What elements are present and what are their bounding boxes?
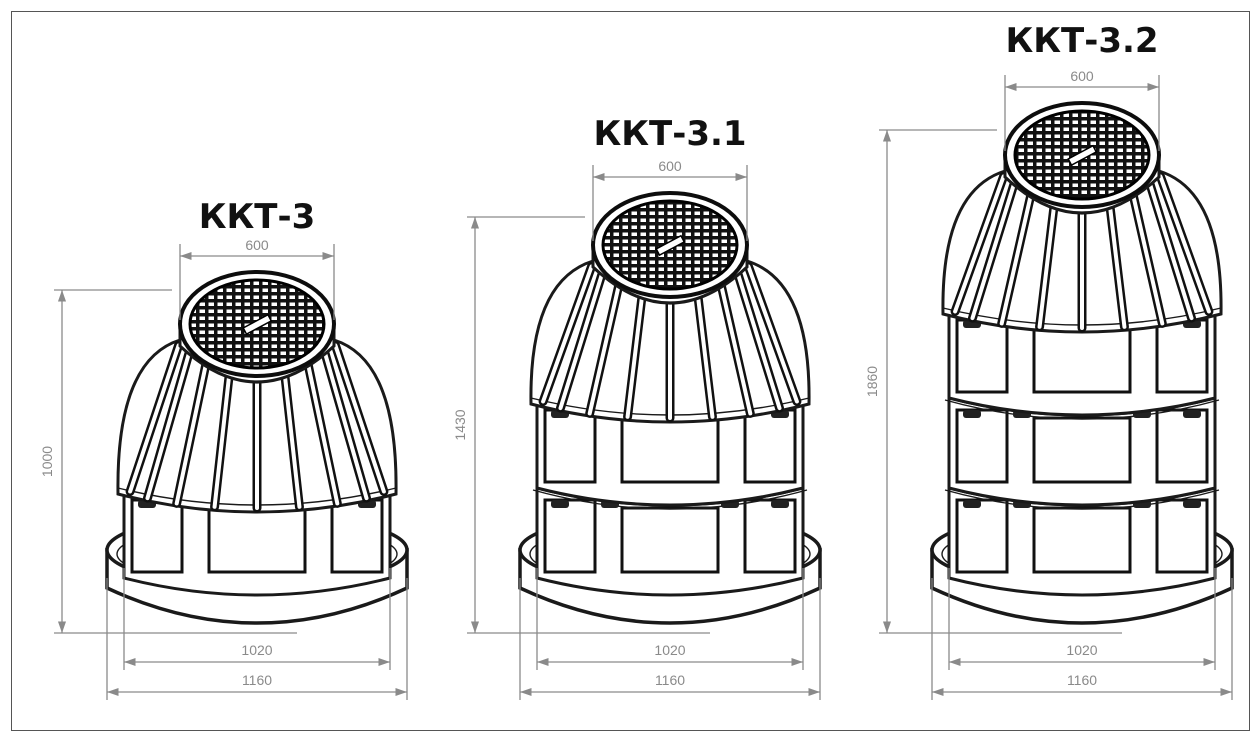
cone-rib-inner <box>304 355 340 506</box>
dim-label-hatch: 600 <box>658 158 682 174</box>
dimensions: 600 1000 1020 1160 <box>39 237 408 700</box>
cone-rib-inner <box>1037 189 1058 329</box>
model-title: ККТ-3.1 <box>593 114 746 154</box>
section-panel <box>955 498 1009 574</box>
cone-neck <box>941 169 1223 334</box>
model-title: ККТ-3.2 <box>1005 21 1158 61</box>
shaft-section <box>119 486 395 597</box>
cone-rib-inner <box>145 350 192 501</box>
dim-label-base: 1160 <box>655 672 685 688</box>
cone-neck <box>529 259 811 424</box>
clip-lug <box>771 500 789 508</box>
manhole-cover <box>178 270 336 384</box>
cone-rib-inner <box>281 358 302 509</box>
cone-rib-inner <box>322 350 369 501</box>
section-ring <box>944 399 1220 420</box>
clip-lug <box>963 500 981 508</box>
clip-lug <box>551 500 569 508</box>
dim-label-body: 1020 <box>241 642 272 658</box>
section-panel <box>1032 416 1132 484</box>
dim-label-body: 1020 <box>1066 642 1097 658</box>
cone-rib-inner <box>970 181 1017 321</box>
cone-rib-inner <box>1158 174 1211 314</box>
section-ring <box>944 489 1220 510</box>
dimensions: 600 1860 1020 1160 <box>864 68 1233 700</box>
dim-label-hatch: 600 <box>1070 68 1094 84</box>
section-panel <box>1032 326 1132 394</box>
cone-rib-inner <box>1147 181 1194 321</box>
dim-label-body: 1020 <box>654 642 685 658</box>
section-panel <box>1155 498 1209 574</box>
well-kkt32: ККТ-3.2 600 1860 1020 1160 <box>864 21 1234 700</box>
cone-rib-inner <box>174 355 210 506</box>
section-panel <box>620 506 720 574</box>
clip-lug <box>963 410 981 418</box>
cone-rib-inner <box>587 276 623 416</box>
cone-rib-inner <box>1129 186 1165 326</box>
dim-label-base: 1160 <box>242 672 272 688</box>
cone-rib-inner <box>558 271 605 411</box>
section-panel <box>1155 408 1209 484</box>
cone-rib-inner <box>999 186 1035 326</box>
section-panel <box>743 408 797 484</box>
section-panel <box>743 498 797 574</box>
shaft-section <box>532 486 808 597</box>
shaft-section <box>944 396 1220 507</box>
section-panel <box>543 408 597 484</box>
model-title: ККТ-3 <box>199 197 316 237</box>
dim-label-height: 1430 <box>452 409 468 440</box>
clip-lug <box>1183 500 1201 508</box>
section-panel <box>543 498 597 574</box>
cone-neck <box>116 338 398 514</box>
cone-rib-inner <box>953 174 1006 314</box>
section-panel <box>330 498 384 574</box>
section-panel <box>1032 506 1132 574</box>
cone-rib-inner <box>333 343 386 494</box>
manhole-cover <box>1003 101 1161 215</box>
cone-rib-inner <box>694 279 715 419</box>
section-panel <box>130 498 184 574</box>
manhole-cover <box>591 191 749 305</box>
cone-rib-inner <box>717 276 753 416</box>
cone-rib-inner <box>1106 189 1127 329</box>
cover-key-slot <box>1067 144 1098 167</box>
cone-rib-inner <box>128 343 181 494</box>
section-panel <box>620 416 720 484</box>
cone-rib-inner <box>625 279 646 419</box>
shaft-section <box>532 396 808 507</box>
cone-rib-inner <box>541 264 594 404</box>
cone-rib-inner <box>735 271 782 411</box>
dim-label-height: 1000 <box>39 446 55 477</box>
cone-rib-inner <box>746 264 799 404</box>
cover-key-slot <box>655 234 686 257</box>
cover-key-slot <box>242 313 273 336</box>
dim-label-height: 1860 <box>864 366 880 397</box>
shaft-section <box>944 306 1220 417</box>
dim-label-base: 1160 <box>1067 672 1097 688</box>
section-panel <box>955 408 1009 484</box>
well-kkt31: ККТ-3.1 600 1430 1020 1160 <box>452 114 822 700</box>
section-panel <box>955 318 1009 394</box>
dimensions: 600 1430 1020 1160 <box>452 158 821 700</box>
section-panel <box>1155 318 1209 394</box>
cone-rib-inner <box>212 358 233 509</box>
section-ring <box>532 489 808 510</box>
clip-lug <box>1183 410 1201 418</box>
section-panel <box>207 506 307 574</box>
dim-label-hatch: 600 <box>245 237 269 253</box>
